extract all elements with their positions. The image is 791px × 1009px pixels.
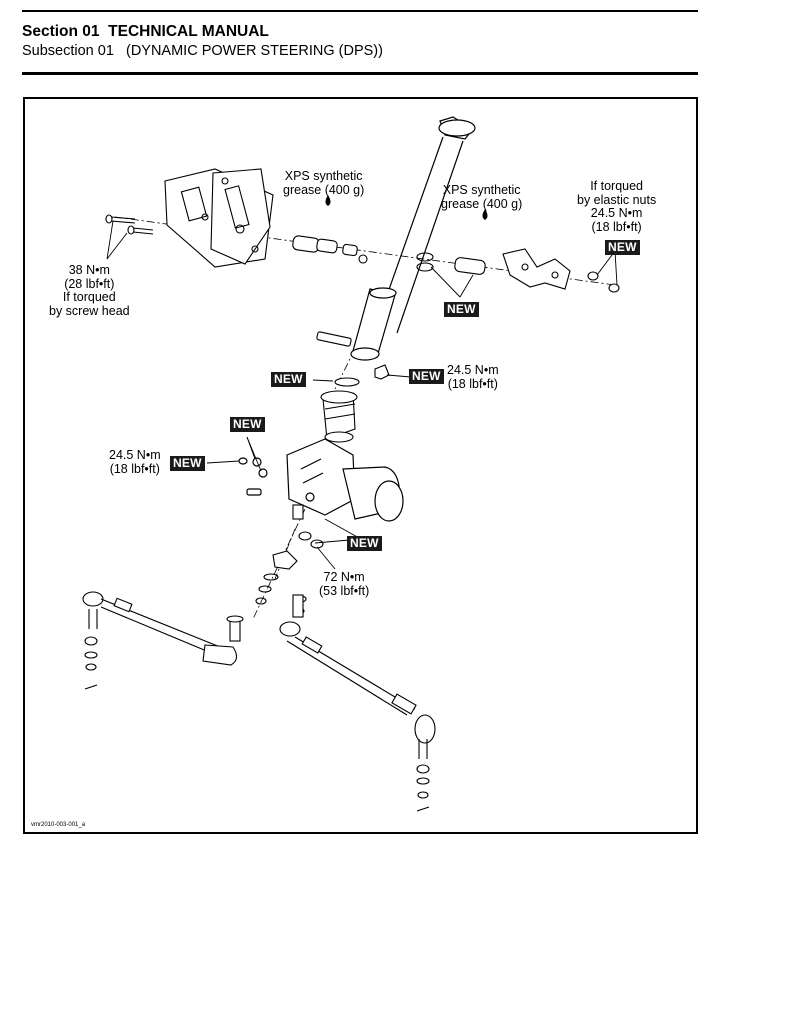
new-badge-dps-bolts: NEW: [170, 456, 205, 471]
pitman-arm-hardware: [255, 504, 324, 615]
header-top-rule: [22, 10, 698, 12]
figure-id: vmr2010-003-001_a: [31, 822, 86, 828]
column-torque-label: 24.5 N•m (18 lbf•ft): [447, 363, 499, 391]
elastic-nuts-torque-label: If torqued by elastic nuts 24.5 N•m (18 …: [577, 179, 657, 234]
right-tie-rod: [279, 594, 436, 812]
pitman-arm-torque-label: 72 N•m (53 lbf•ft): [319, 570, 370, 598]
steering-column: [350, 116, 476, 361]
column-bracket: [164, 168, 274, 268]
grease-label-right: XPS synthetic grease (400 g): [441, 183, 523, 211]
grease-label-left: XPS synthetic grease (400 g): [283, 169, 365, 197]
bracket-bolt: [105, 214, 154, 235]
section-title: Section 01 TECHNICAL MANUAL: [22, 23, 269, 40]
rack-boot: [320, 390, 358, 443]
header-bottom-rule: [22, 72, 698, 75]
exploded-view-figure: XPS synthetic grease (400 g) XPS synthet…: [23, 97, 698, 834]
steering-assembly-drawing: [82, 116, 620, 812]
grease-drop-icons: [325, 195, 488, 220]
new-badge-pitman-hardware: NEW: [347, 536, 382, 551]
subsection-title: Subsection 01 (DYNAMIC POWER STEERING (D…: [22, 43, 383, 59]
right-bracket: [502, 248, 620, 293]
new-badge-column-washer: NEW: [271, 372, 306, 387]
dps-mount-torque-label: 24.5 N•m (18 lbf•ft): [109, 448, 161, 476]
left-tie-rod: [82, 591, 244, 690]
new-badge-elastic-nuts: NEW: [605, 240, 640, 255]
column-clamp-hardware: [316, 331, 390, 387]
screw-head-torque-label: 38 N•m (28 lbf•ft) If torqued by screw h…: [49, 263, 130, 318]
dps-unit: [238, 438, 404, 522]
new-badge-column-bushings: NEW: [444, 302, 479, 317]
new-badge-dps-washers: NEW: [230, 417, 265, 432]
new-badge-column-nut: NEW: [409, 369, 444, 384]
pivot-bushings: [292, 235, 486, 275]
